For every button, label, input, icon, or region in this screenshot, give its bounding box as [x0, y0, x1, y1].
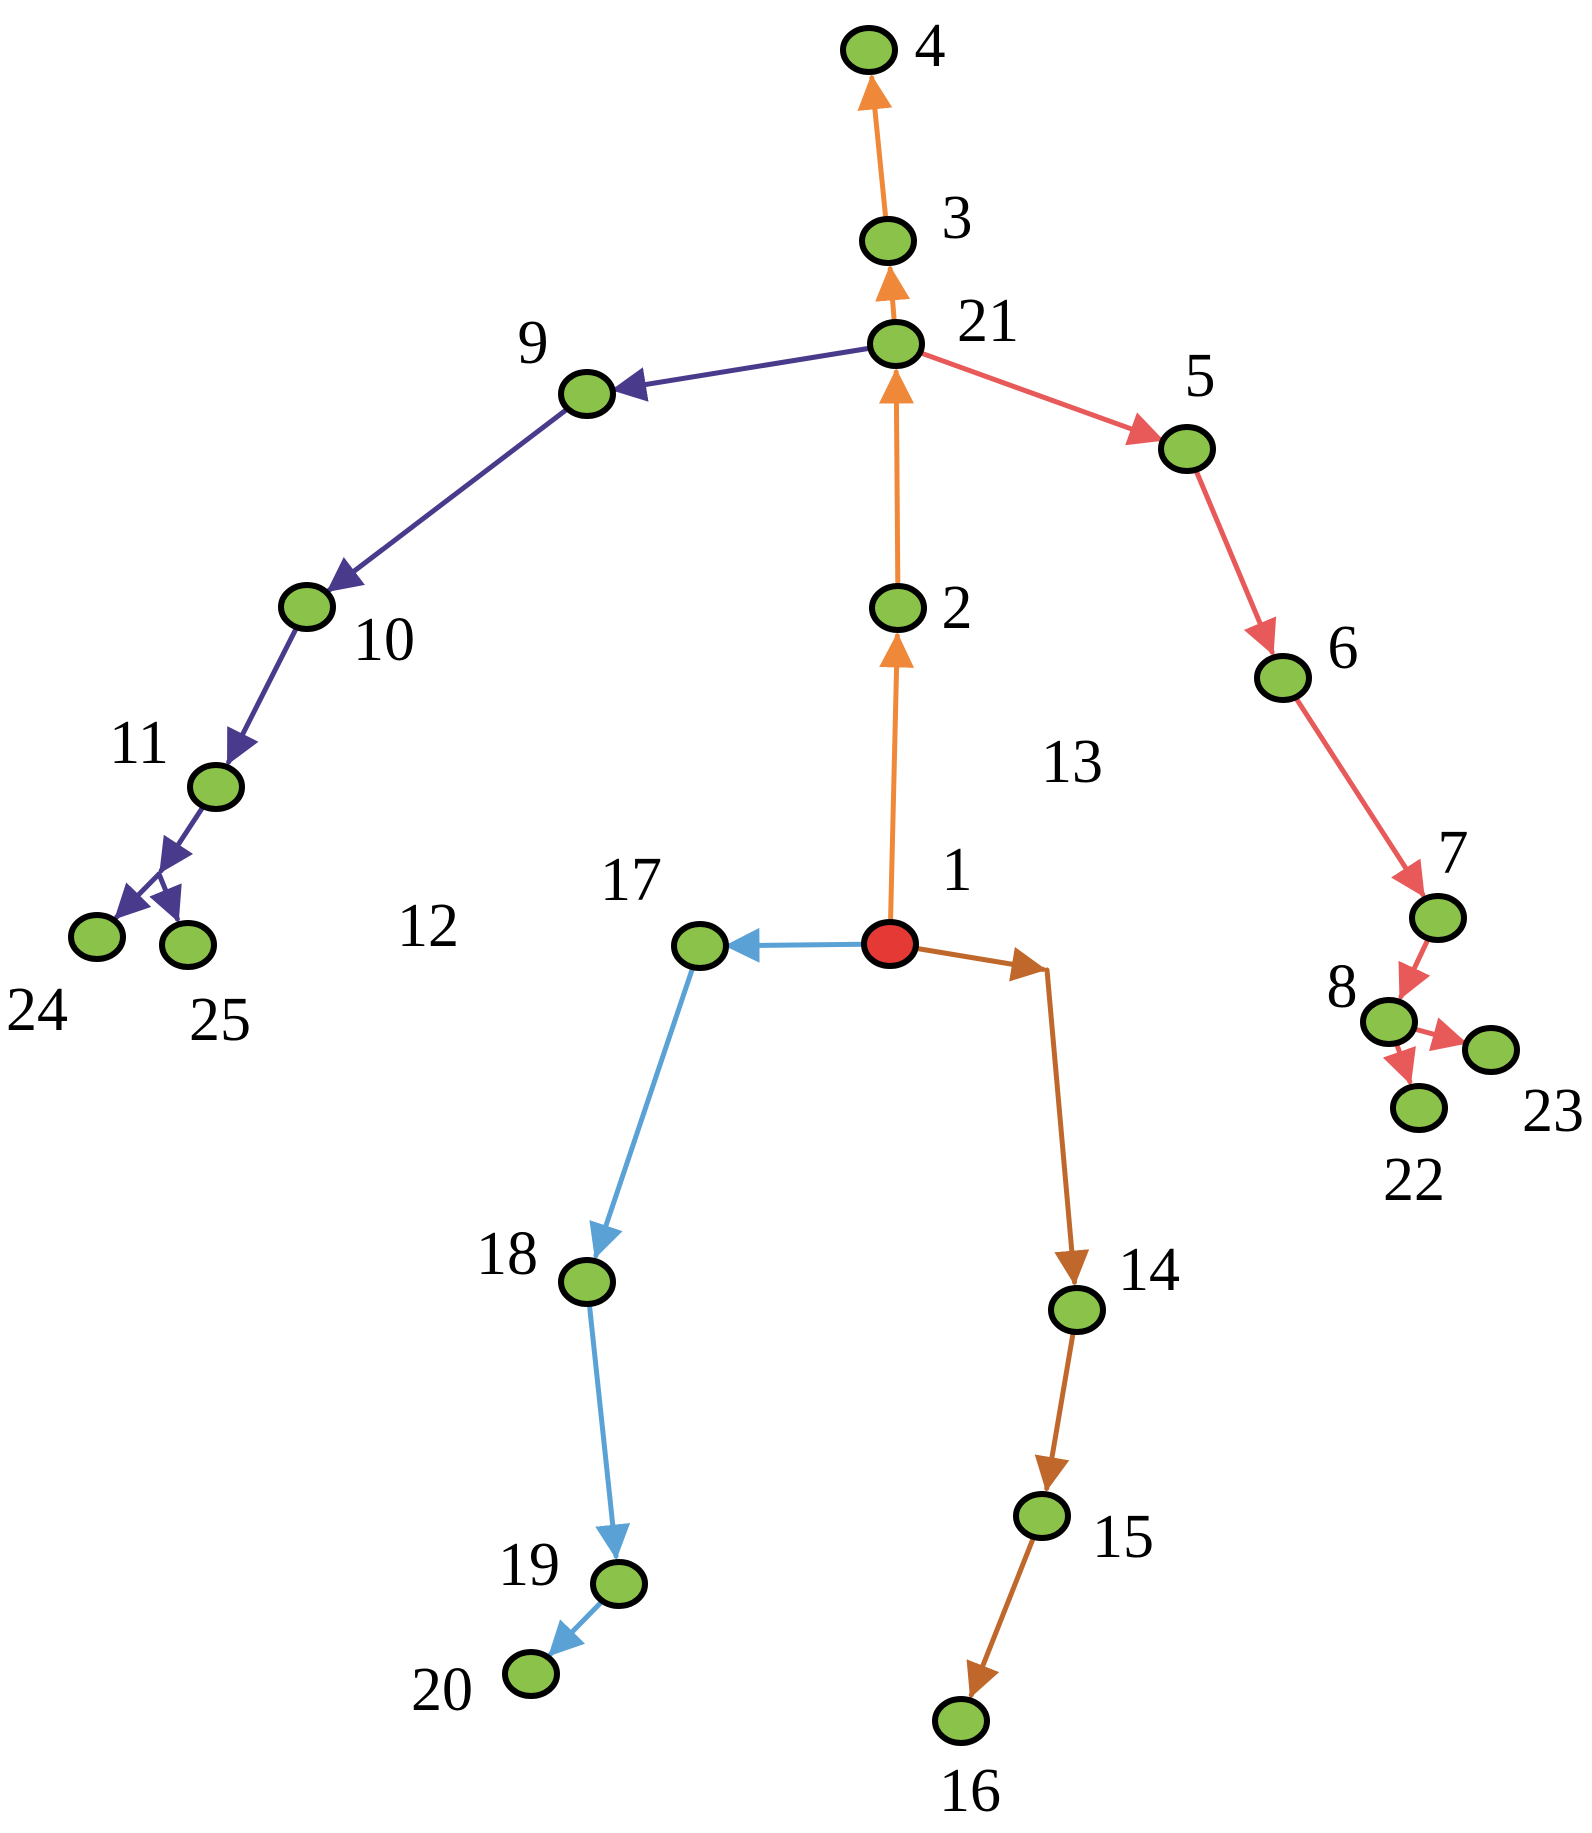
joint-label-4: 4 — [915, 12, 946, 80]
joint-node-2 — [869, 583, 927, 633]
joint-label-19: 19 — [498, 1531, 560, 1599]
joint-node-3 — [859, 216, 917, 266]
joint-node-9 — [558, 369, 616, 419]
edge-13-to-14 — [1044, 967, 1090, 1286]
edge-1-to-17 — [724, 927, 867, 963]
joint-node-21 — [867, 319, 925, 369]
joint-label-14: 14 — [1118, 1236, 1180, 1304]
joint-node-17 — [671, 921, 729, 971]
joint-node-18 — [558, 1257, 616, 1307]
joint-label-11: 11 — [109, 709, 169, 777]
joint-label-10: 10 — [353, 606, 415, 674]
joint-node-20 — [502, 1649, 560, 1699]
edge-17-to-18 — [589, 968, 695, 1259]
joint-label-12: 12 — [397, 892, 459, 960]
joint-node-7 — [1409, 893, 1467, 943]
joint-label-25: 25 — [189, 986, 251, 1054]
edge-21-to-3 — [875, 265, 911, 321]
joint-node-19 — [590, 1559, 648, 1609]
joint-label-22: 22 — [1383, 1146, 1445, 1214]
edge-21-to-5 — [917, 350, 1164, 446]
bone-edges — [114, 74, 1468, 1699]
edge-1-to-2 — [879, 632, 915, 921]
joint-label-24: 24 — [6, 976, 68, 1044]
edge-8-to-23 — [1411, 1017, 1468, 1052]
edge-12-to-25 — [149, 871, 182, 923]
joint-node-23 — [1462, 1025, 1520, 1075]
joint-label-8: 8 — [1327, 953, 1358, 1021]
joint-node-15 — [1013, 1491, 1071, 1541]
joint-nodes — [68, 25, 1520, 1746]
edge-2-to-21 — [878, 368, 914, 585]
joint-node-4 — [840, 25, 898, 75]
edge-8-to-22 — [1382, 1044, 1416, 1085]
joint-node-5 — [1158, 424, 1216, 474]
edge-3-to-4 — [857, 74, 893, 218]
joint-label-15: 15 — [1092, 1503, 1154, 1571]
joint-label-6: 6 — [1328, 614, 1359, 682]
edge-1-to-13 — [913, 945, 1047, 982]
joint-node-25 — [159, 920, 217, 970]
edge-18-to-19 — [587, 1305, 631, 1560]
joint-node-14 — [1048, 1285, 1106, 1335]
edge-21-to-9 — [611, 345, 873, 402]
joint-node-10 — [278, 582, 336, 632]
edge-19-to-20 — [548, 1600, 604, 1657]
joint-node-6 — [1254, 653, 1312, 703]
joint-label-21: 21 — [957, 287, 1019, 355]
joint-label-1: 1 — [942, 836, 973, 904]
edge-7-to-8 — [1398, 939, 1431, 1000]
joint-label-2: 2 — [942, 574, 973, 642]
edge-5-to-6 — [1194, 470, 1277, 656]
joint-label-20: 20 — [411, 1656, 473, 1724]
joint-node-22 — [1390, 1083, 1448, 1133]
edge-11-to-12 — [158, 806, 205, 874]
joint-node-11 — [187, 762, 245, 812]
joint-label-3: 3 — [942, 184, 973, 252]
edge-12-to-24 — [114, 871, 162, 920]
joint-label-5: 5 — [1185, 342, 1216, 410]
joint-label-23: 23 — [1522, 1077, 1584, 1145]
edge-9-to-10 — [326, 407, 569, 593]
joint-label-9: 9 — [518, 309, 549, 377]
joint-node-24 — [68, 912, 126, 962]
edge-6-to-7 — [1294, 697, 1426, 898]
joint-label-16: 16 — [939, 1757, 1001, 1825]
joint-label-7: 7 — [1438, 819, 1469, 887]
joint-label-17: 17 — [600, 846, 662, 914]
edge-14-to-15 — [1034, 1333, 1076, 1492]
joint-label-18: 18 — [476, 1220, 538, 1288]
edge-15-to-16 — [966, 1537, 1035, 1699]
edge-10-to-11 — [226, 627, 298, 766]
joint-label-13: 13 — [1041, 728, 1103, 796]
root-joint-node — [861, 919, 919, 969]
joint-node-16 — [932, 1696, 990, 1746]
joint-node-8 — [1360, 997, 1418, 1047]
